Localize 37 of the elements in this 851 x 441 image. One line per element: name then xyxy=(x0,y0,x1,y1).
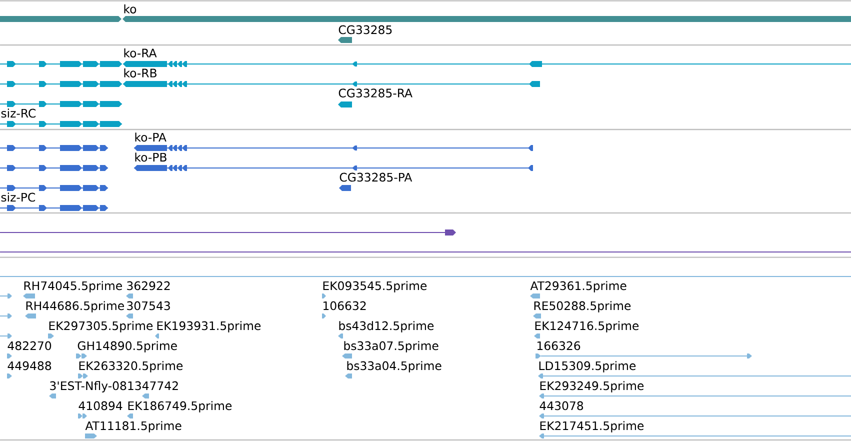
feature-label: EK297305.5prime xyxy=(49,321,153,332)
feature-label: 482270 xyxy=(8,341,52,350)
feature-label: 3'EST-Nfly-081347742 xyxy=(50,381,178,392)
feature-label: 449488 xyxy=(8,361,52,370)
feature-label: ko-RA xyxy=(124,48,157,58)
feature-label: CG33285 xyxy=(338,25,392,34)
feature-label: ko-PB xyxy=(135,152,166,162)
feature-label: 307543 xyxy=(127,301,170,310)
feature-label: EK124716.5prime xyxy=(535,321,639,332)
feature-label: 166326 xyxy=(538,341,580,350)
feature-label: 443078 xyxy=(540,401,584,410)
feature-label: bs33a07.5prime xyxy=(344,341,438,352)
feature-label: RH74045.5prime xyxy=(24,281,122,292)
feature-label: EK193931.5prime xyxy=(157,321,261,332)
feature-label: EK217451.5prime xyxy=(540,421,644,432)
feature-label: CG33285-RA xyxy=(338,88,412,98)
feature-label: LD15309.5prime xyxy=(539,361,636,372)
feature-label: 106632 xyxy=(324,301,366,310)
feature-label: GH14890.5prime xyxy=(78,341,177,352)
feature-label: EK293249.5prime xyxy=(540,381,644,392)
feature-label: ko xyxy=(124,4,136,14)
feature-label: EK186749.5prime xyxy=(128,401,232,412)
feature-label: EK263320.5prime xyxy=(79,361,183,372)
feature-label: EK093545.5prime xyxy=(323,281,427,292)
feature-label: bs33a04.5prime xyxy=(347,361,442,372)
feature-label: bs43d12.5prime xyxy=(339,321,434,332)
feature-label: ko-RB xyxy=(124,68,156,78)
feature-label: RE50288.5prime xyxy=(534,301,631,312)
feature-label: RH44686.5prime xyxy=(26,301,124,312)
feature-label: AT29361.5prime xyxy=(530,281,626,292)
feature-label: 362922 xyxy=(127,281,170,290)
feature-label: siz-RC xyxy=(1,108,36,118)
feature-label: ko-PA xyxy=(135,132,166,142)
feature-label: CG33285-PA xyxy=(340,172,412,182)
feature-label: AT11181.5prime xyxy=(85,421,182,432)
feature-label: siz-PC xyxy=(1,192,35,202)
feature-label: 410894 xyxy=(78,401,122,410)
